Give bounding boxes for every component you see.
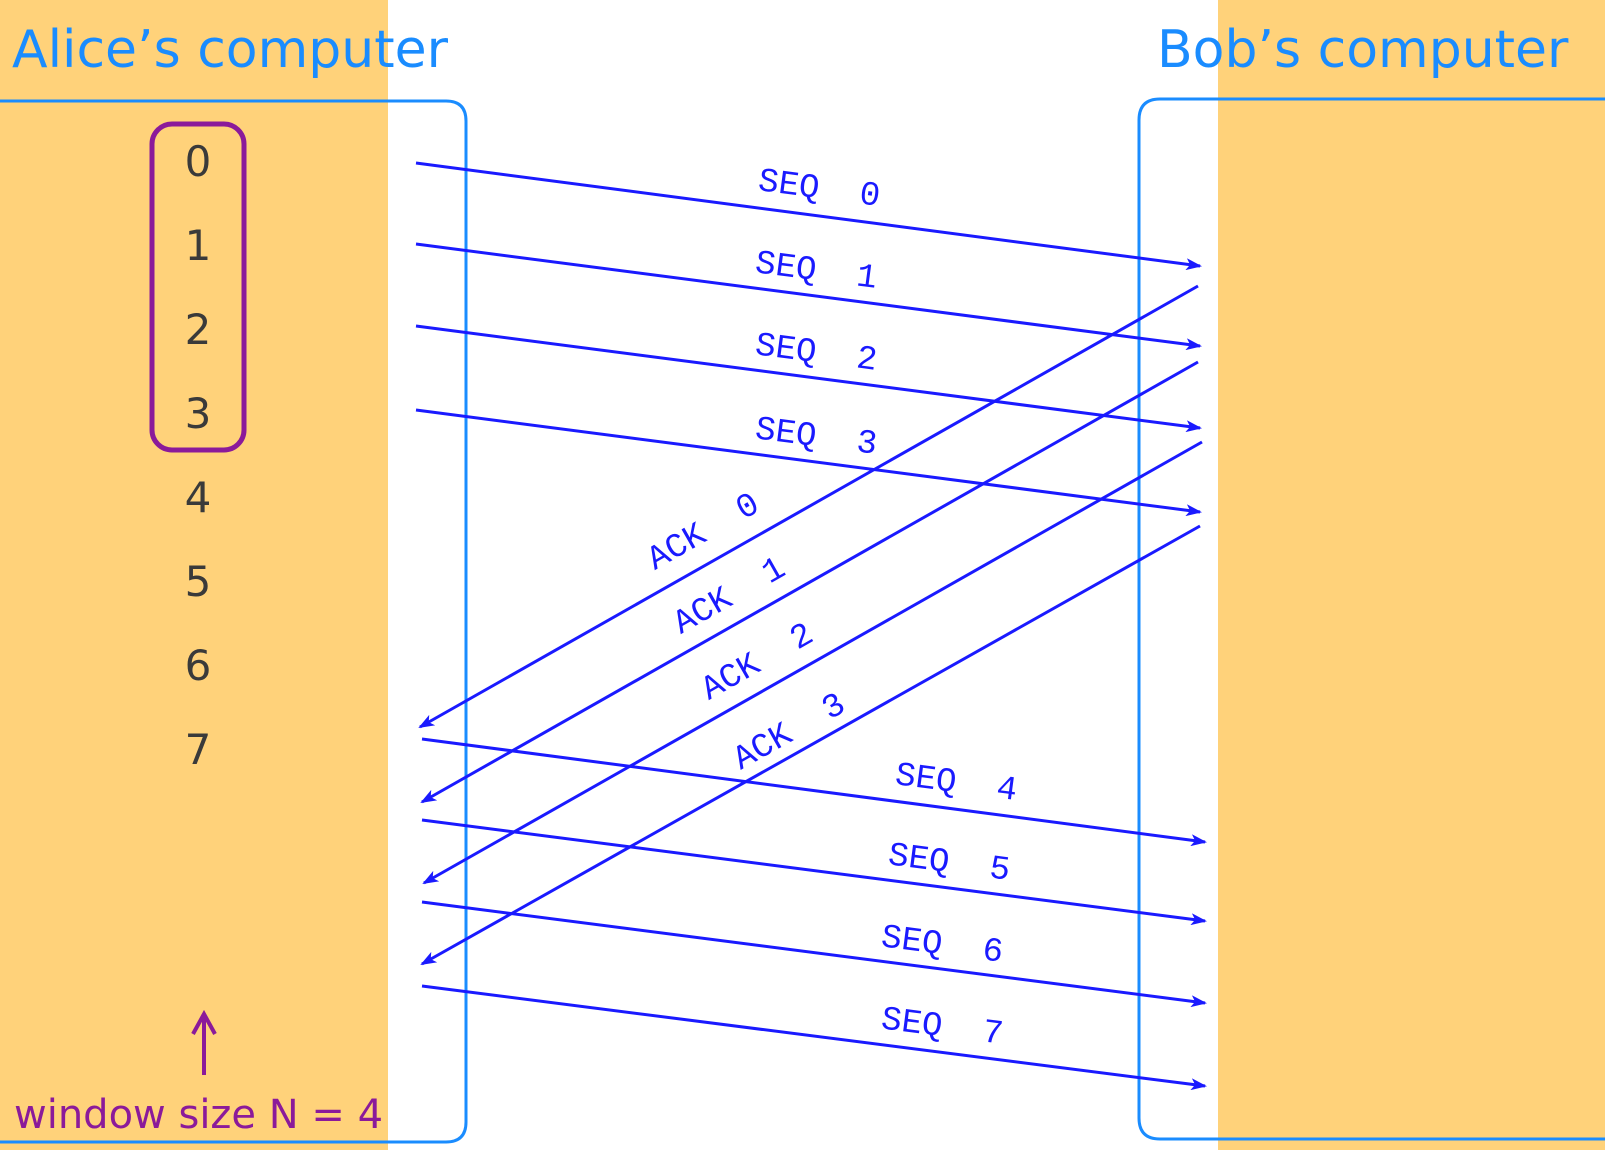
seq-0-arrow: [415, 161, 1202, 271]
sequence-number: 2: [185, 305, 212, 354]
sequence-number: 0: [185, 137, 212, 186]
seq-6-arrow: [421, 900, 1207, 1008]
alice-panel: [0, 0, 388, 1150]
sequence-number: 7: [185, 725, 212, 774]
seq-5-arrow: [421, 818, 1207, 926]
sequence-number-list: 0 1 2 3 4 5 6 7: [185, 137, 212, 774]
seq-3-arrow: [415, 408, 1202, 517]
bob-title: Bob’s computer: [1157, 20, 1569, 80]
seq-4-arrow: [421, 737, 1207, 847]
sequence-number: 5: [185, 557, 212, 606]
ack-2-label: ACK 2: [695, 616, 820, 709]
window-pointer-arrow: [191, 1009, 217, 1075]
sequence-number: 1: [185, 221, 212, 270]
window-size-label: window size N = 4: [14, 1092, 383, 1138]
sequence-number: 4: [185, 473, 212, 522]
seq-1-arrow: [415, 242, 1202, 351]
alice-timeline-box: [0, 99, 468, 1144]
ack-2-arrow: [422, 440, 1203, 885]
window-bracket: [149, 121, 247, 453]
ack-1-arrow: [420, 360, 1199, 804]
bob-panel: [1218, 0, 1605, 1150]
ack-0-arrow: [418, 284, 1199, 729]
alice-title: Alice’s computer: [12, 20, 449, 80]
seq-2-arrow: [415, 324, 1202, 433]
sequence-number: 3: [185, 389, 212, 438]
ack-3-arrow: [420, 524, 1201, 966]
bob-timeline-box: [1137, 97, 1605, 1141]
seq-7-arrow: [421, 984, 1207, 1091]
sequence-number: 6: [185, 641, 212, 690]
